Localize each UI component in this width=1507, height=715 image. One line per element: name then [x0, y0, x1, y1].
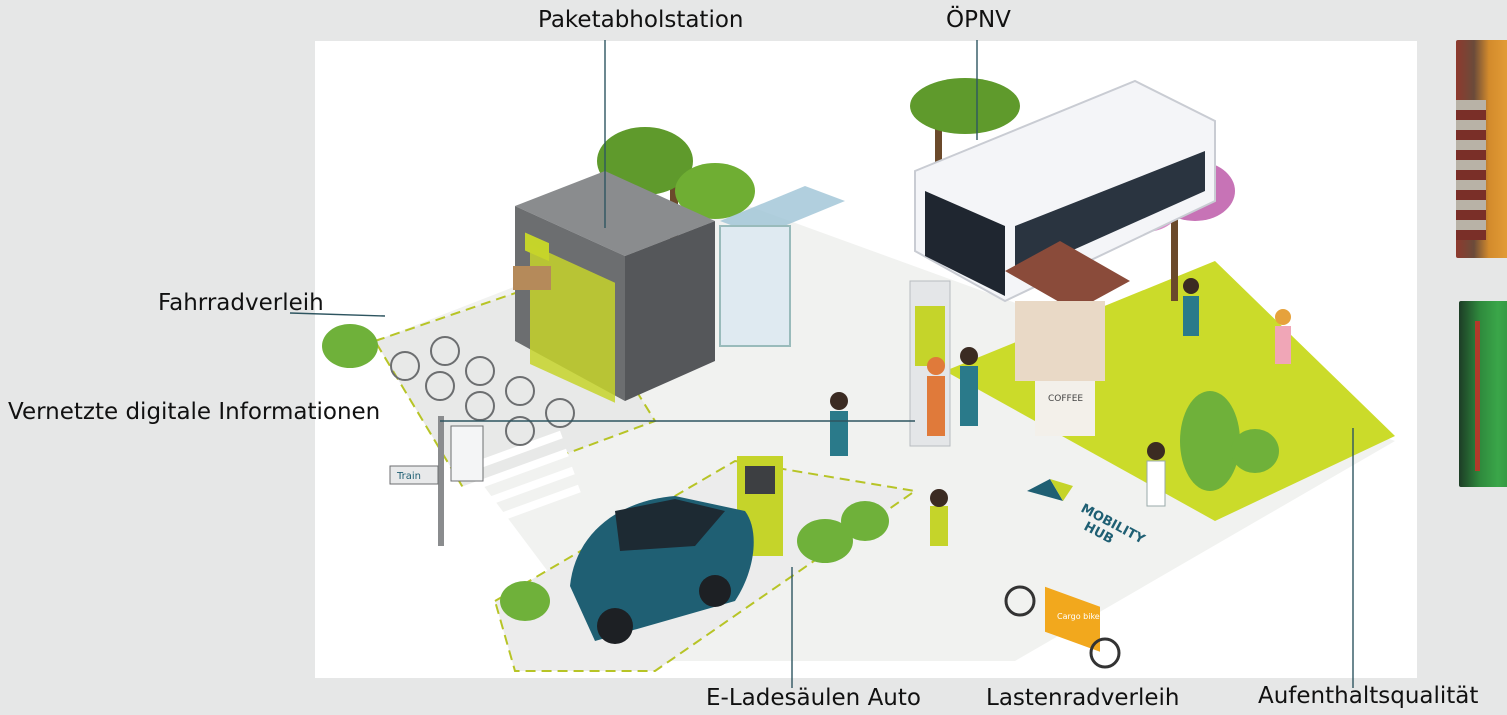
sign-post: Train [389, 416, 484, 546]
label-e-ladesaeulen: E-Ladesäulen Auto [706, 685, 921, 711]
rental-bikes [390, 336, 575, 446]
cargo-bike-text: Cargo bike [1057, 612, 1100, 621]
coffee-kiosk: COFFEE [1005, 241, 1130, 436]
sign-train-text: Train [396, 471, 421, 482]
electric-car [570, 496, 754, 644]
tree-bus [910, 78, 1020, 181]
people [830, 278, 1291, 546]
tree-left [597, 127, 755, 291]
kiosk-sign: COFFEE [1048, 394, 1083, 404]
photo-thumbnail-green-locker [1459, 301, 1507, 487]
parcel-locker [513, 171, 715, 403]
cargo-bike: Cargo bike [1004, 585, 1121, 669]
label-aufenthaltsqualitaet: Aufenthaltsqualität [1258, 683, 1479, 709]
parcel-box [513, 266, 551, 290]
bushes [322, 324, 1279, 621]
locker-stripe [1475, 321, 1480, 471]
label-vernetzte-info: Vernetzte digitale Informationen [8, 399, 381, 425]
mobility-hub-illustration: COFFEE Train [322, 78, 1395, 672]
label-lastenradverleih: Lastenradverleih [986, 685, 1180, 711]
illustration-panel: COFFEE Train [315, 41, 1417, 678]
label-oepnv: ÖPNV [946, 7, 1011, 33]
shelves [1456, 100, 1486, 240]
label-fahrradverleih: Fahrradverleih [158, 290, 324, 316]
photo-thumbnail-parcel-station [1456, 40, 1507, 258]
bus-shelter [719, 186, 845, 347]
crosswalk [447, 430, 581, 534]
label-paketabholstation: Paketabholstation [538, 7, 744, 33]
